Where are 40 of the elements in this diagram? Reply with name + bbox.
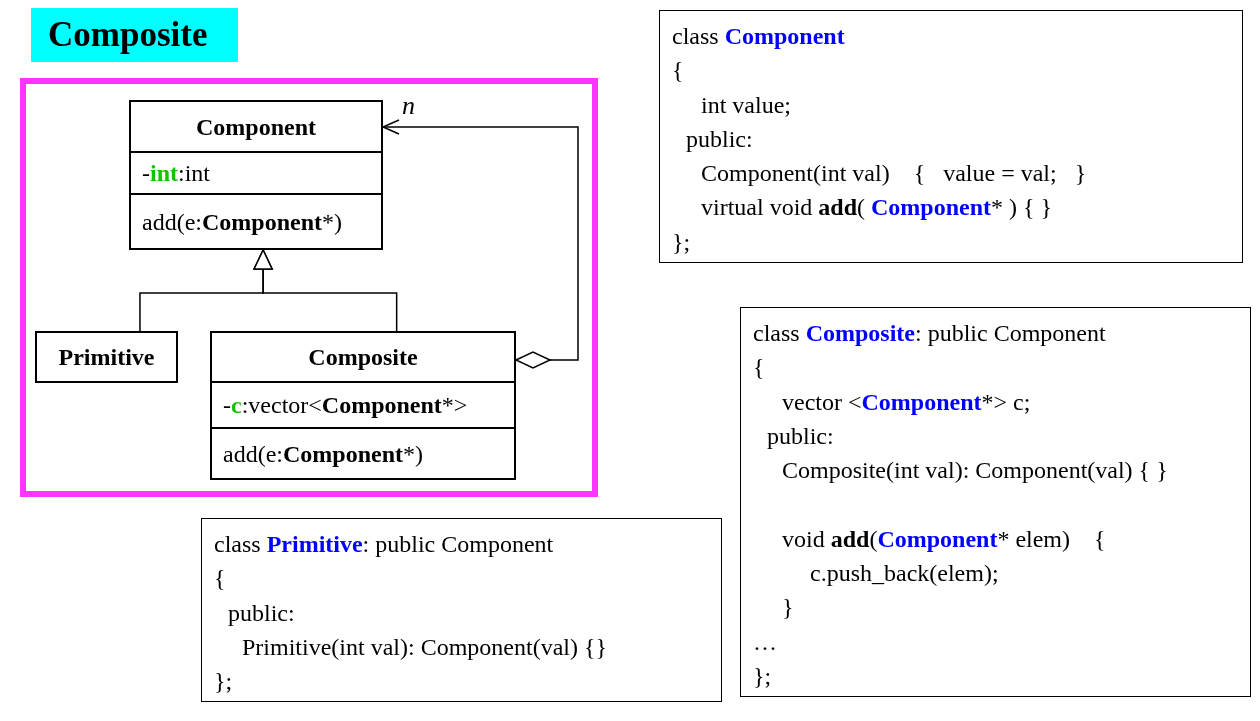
highlight-frame [20, 78, 598, 497]
code-line: { [753, 353, 765, 383]
code-line: void add(Component* elem) { [782, 524, 1106, 554]
code-line: int value; [701, 90, 791, 120]
code-line: class Primitive: public Component [214, 530, 554, 559]
uml-class-box [210, 331, 516, 480]
code-line: Component(int val) { value = val; } [701, 159, 1087, 189]
code-line: public: [686, 124, 753, 154]
code-box [659, 10, 1243, 263]
code-line: }; [753, 661, 772, 691]
method-text: add(e:Component*) [142, 207, 342, 236]
code-line: { [214, 564, 226, 594]
aggregation-arrow [382, 119, 579, 369]
code-line: }; [214, 667, 233, 697]
code-line: virtual void add( Component* ) { } [701, 193, 1053, 223]
class-name: Composite [308, 343, 418, 371]
code-line: … [753, 627, 777, 657]
code-line: vector <Component*> c; [782, 387, 1031, 417]
code-box [201, 518, 722, 702]
code-line: Primitive(int val): Component(val) {} [242, 632, 607, 662]
code-line: } [782, 593, 794, 623]
code-line: class Component [672, 22, 845, 51]
method-text: add(e:Component*) [223, 439, 423, 468]
code-line: Composite(int val): Component(val) { } [782, 456, 1168, 486]
code-line: { [672, 56, 684, 86]
code-line: c.push_back(elem); [810, 559, 999, 589]
code-line: class Composite: public Component [753, 319, 1106, 348]
edge-label: n [402, 93, 415, 119]
uml-class-box [129, 100, 383, 250]
title: Composite [31, 8, 238, 62]
uml-class-box [35, 331, 178, 383]
attribute-text: -c:vector<Component*> [223, 391, 468, 419]
code-line: public: [767, 421, 834, 451]
code-line: }; [672, 227, 691, 257]
code-box [740, 307, 1251, 697]
inheritance-arrow [253, 249, 398, 332]
attribute-text: -int:int [142, 159, 211, 187]
class-name: Component [196, 112, 316, 141]
class-name: Primitive [58, 343, 155, 371]
code-line: public: [228, 598, 295, 628]
